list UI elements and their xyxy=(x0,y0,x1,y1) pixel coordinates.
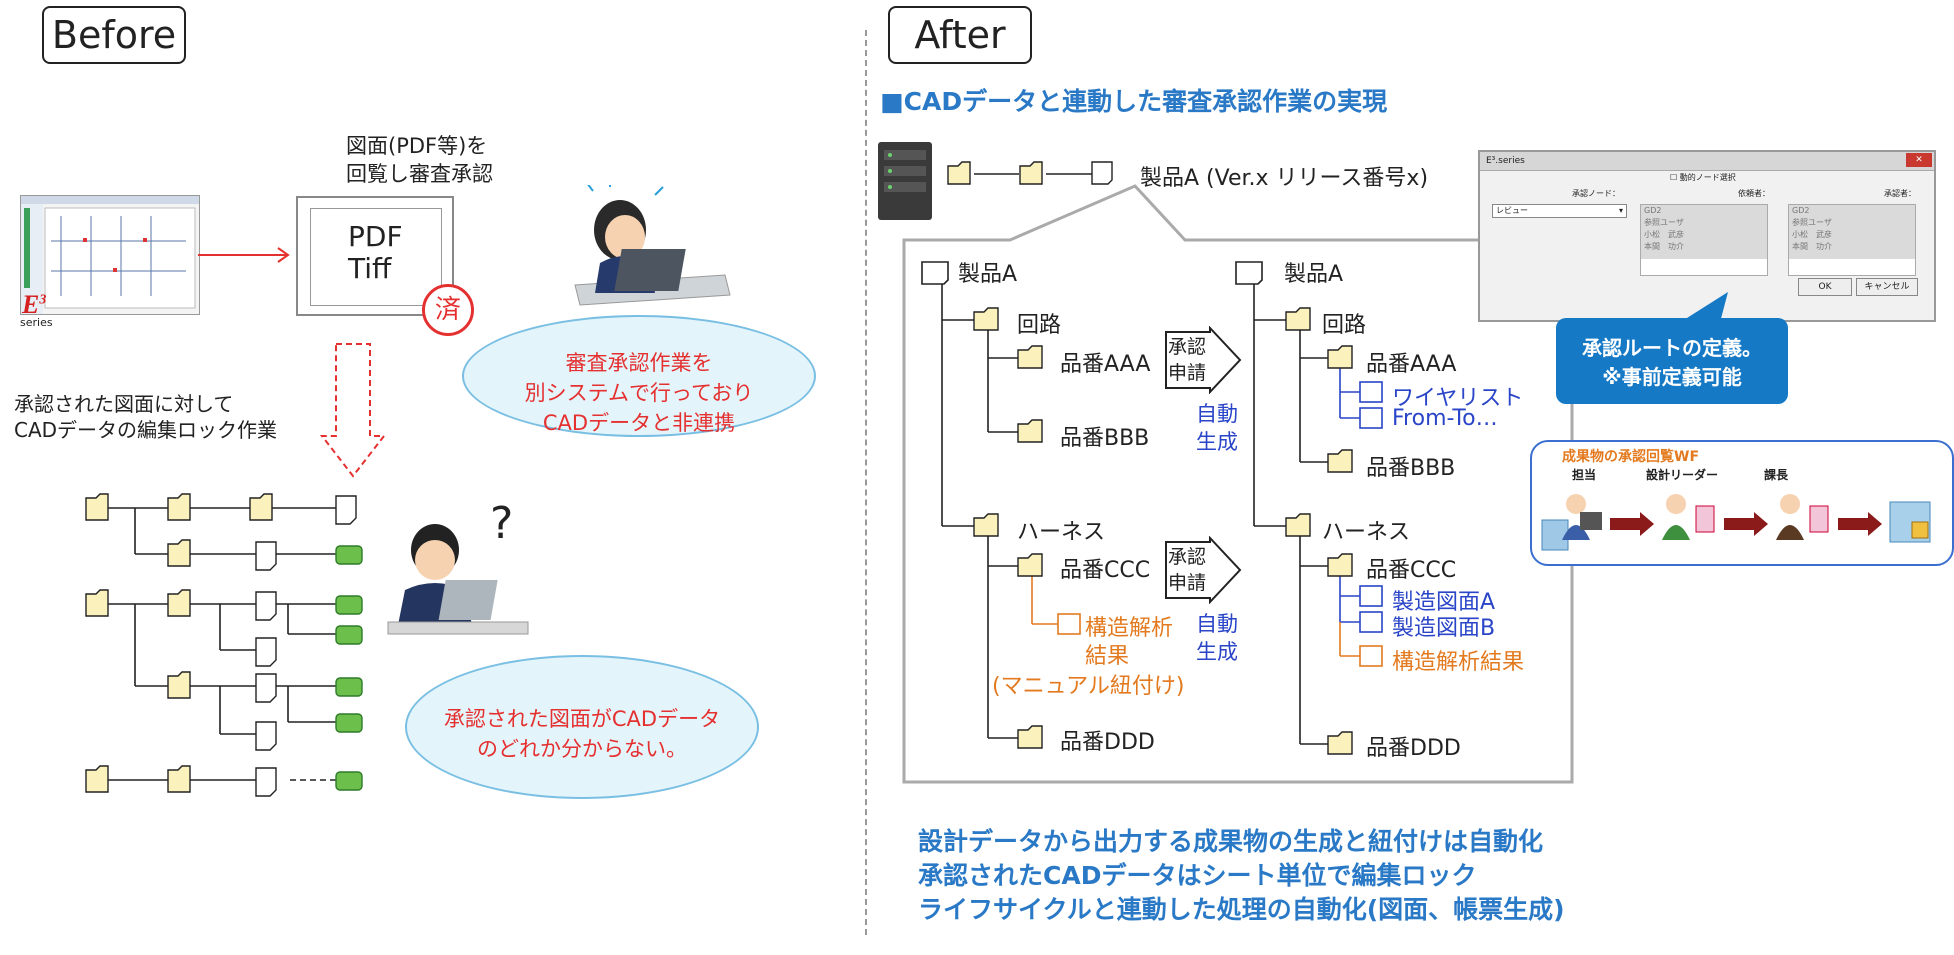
arrow1-line1: 承認 xyxy=(1168,336,1207,358)
arrow2-auto2: 生成 xyxy=(1196,640,1238,664)
rt-fromto: From-To… xyxy=(1392,406,1498,431)
rt-mfg-a: 製造図面A xyxy=(1392,590,1496,615)
lt-bbb: 品番BBB xyxy=(1060,426,1150,451)
lt-manual: (マニュアル紐付け) xyxy=(992,674,1185,699)
rt-wirelist: ワイヤリスト xyxy=(1392,386,1524,411)
section-divider xyxy=(865,30,867,935)
rt-mfg-b: 製造図面B xyxy=(1392,616,1496,641)
lt-circuit: 回路 xyxy=(1017,313,1062,338)
lock-caption-2: CADデータの編集ロック作業 xyxy=(14,418,278,442)
arrow2-line1: 承認 xyxy=(1168,546,1207,568)
workflow-panel xyxy=(1530,440,1954,566)
rt-harness: ハーネス xyxy=(1322,520,1411,545)
lock-caption-1: 承認された図面に対して xyxy=(14,392,234,416)
e3-logo: E3 xyxy=(22,290,47,319)
rt-root: 製品A xyxy=(1284,262,1344,287)
lt-root: 製品A xyxy=(958,262,1018,287)
product-version: 製品A (Ver.x リリース番号x) xyxy=(1140,166,1429,191)
approval-arrow-1 xyxy=(1165,326,1242,394)
confused-worker-illustration xyxy=(387,524,529,635)
requester-list[interactable]: GD2 参照ユーザ 小松 武彦 本間 功介 xyxy=(1640,204,1768,276)
lt-harness: ハーネス xyxy=(1017,520,1106,545)
approval-dialog: E³.series ✕ ☐ 動的ノード選択 承認ノード： 依頼者： 承認者： レ… xyxy=(1478,150,1936,322)
arrow2-auto1: 自動 xyxy=(1196,612,1238,636)
e3-logo-text: series xyxy=(20,316,53,329)
close-icon[interactable]: ✕ xyxy=(1906,153,1932,167)
dashed-arrow-down xyxy=(319,343,387,478)
wf-role-1: 担当 xyxy=(1572,468,1597,482)
lt-struct-1: 構造解析 xyxy=(1085,616,1174,641)
col-requester: 依頼者： xyxy=(1738,189,1770,198)
lt-ccc: 品番CCC xyxy=(1060,558,1151,583)
workflow-title: 成果物の承認回覧WF xyxy=(1562,449,1700,465)
approval-arrow-2 xyxy=(1165,536,1242,604)
col-approval-node: 承認ノード： xyxy=(1572,189,1620,198)
cancel-button[interactable]: キャンセル xyxy=(1856,278,1918,296)
dialog-titlebar: E³.series ✕ xyxy=(1480,152,1934,171)
ok-button[interactable]: OK xyxy=(1798,278,1852,296)
file-tree-diagram xyxy=(85,493,363,797)
rt-bbb: 品番BBB xyxy=(1366,456,1456,481)
summary-line-2: 承認されたCADデータはシート単位で編集ロック xyxy=(918,861,1477,890)
version-path xyxy=(947,161,1113,185)
approved-stamp: 済 xyxy=(422,284,474,336)
worried-worker-illustration xyxy=(574,185,731,306)
after-label: After xyxy=(888,6,1032,64)
question-mark: ? xyxy=(490,498,514,549)
speech-bubble-1: 審査承認作業を 別システムで行っており CADデータと非連携 xyxy=(462,315,816,437)
pdf-caption-1: 図面(PDF等)を xyxy=(346,134,488,158)
cad-screenshot-thumbnail xyxy=(20,195,200,315)
speech-bubble-2: 承認された図面がCADデータ のどれか分からない。 xyxy=(405,655,759,799)
arrow1-auto1: 自動 xyxy=(1196,402,1238,426)
dynamic-node-checkbox[interactable]: ☐ 動的ノード選択 xyxy=(1670,173,1736,182)
wf-role-3: 課長 xyxy=(1764,468,1789,482)
approver-list[interactable]: GD2 参照ユーザ 小松 武彦 本間 功介 xyxy=(1788,204,1916,276)
col-approver: 承認者： xyxy=(1884,189,1916,198)
red-arrow-right xyxy=(198,247,290,263)
pdf-doc-text-2: Tiff xyxy=(348,252,392,285)
right-product-tree xyxy=(1235,261,1383,755)
rt-circuit: 回路 xyxy=(1322,313,1367,338)
rt-ccc: 品番CCC xyxy=(1366,558,1457,583)
pdf-doc-text-1: PDF xyxy=(348,220,403,253)
lt-ddd: 品番DDD xyxy=(1060,730,1155,755)
approval-route-callout: 承認ルートの定義。 ※事前定義可能 xyxy=(1556,318,1788,404)
approval-node-select[interactable]: レビュー▾ xyxy=(1492,204,1627,218)
arrow1-line2: 申請 xyxy=(1168,362,1207,384)
summary-line-3: ライフサイクルと連動した処理の自動化(図面、帳票生成) xyxy=(918,895,1565,924)
workflow-diagram xyxy=(1541,494,1931,551)
rt-struct: 構造解析結果 xyxy=(1392,650,1525,675)
cad-schematic-image xyxy=(21,196,199,314)
wf-role-2: 設計リーダー xyxy=(1646,468,1719,482)
after-heading: ■CADデータと連動した審査承認作業の実現 xyxy=(880,87,1388,116)
arrow2-line2: 申請 xyxy=(1168,572,1207,594)
left-product-tree xyxy=(921,261,1081,749)
arrow1-auto2: 生成 xyxy=(1196,430,1238,454)
rt-ddd: 品番DDD xyxy=(1366,736,1461,761)
rt-aaa: 品番AAA xyxy=(1366,352,1457,377)
before-label: Before xyxy=(42,6,186,64)
lt-aaa: 品番AAA xyxy=(1060,352,1151,377)
pdf-caption-2: 回覧し審査承認 xyxy=(346,162,493,186)
server-icon xyxy=(878,142,932,220)
summary-line-1: 設計データから出力する成果物の生成と紐付けは自動化 xyxy=(918,827,1544,856)
lt-struct-2: 結果 xyxy=(1085,644,1130,669)
